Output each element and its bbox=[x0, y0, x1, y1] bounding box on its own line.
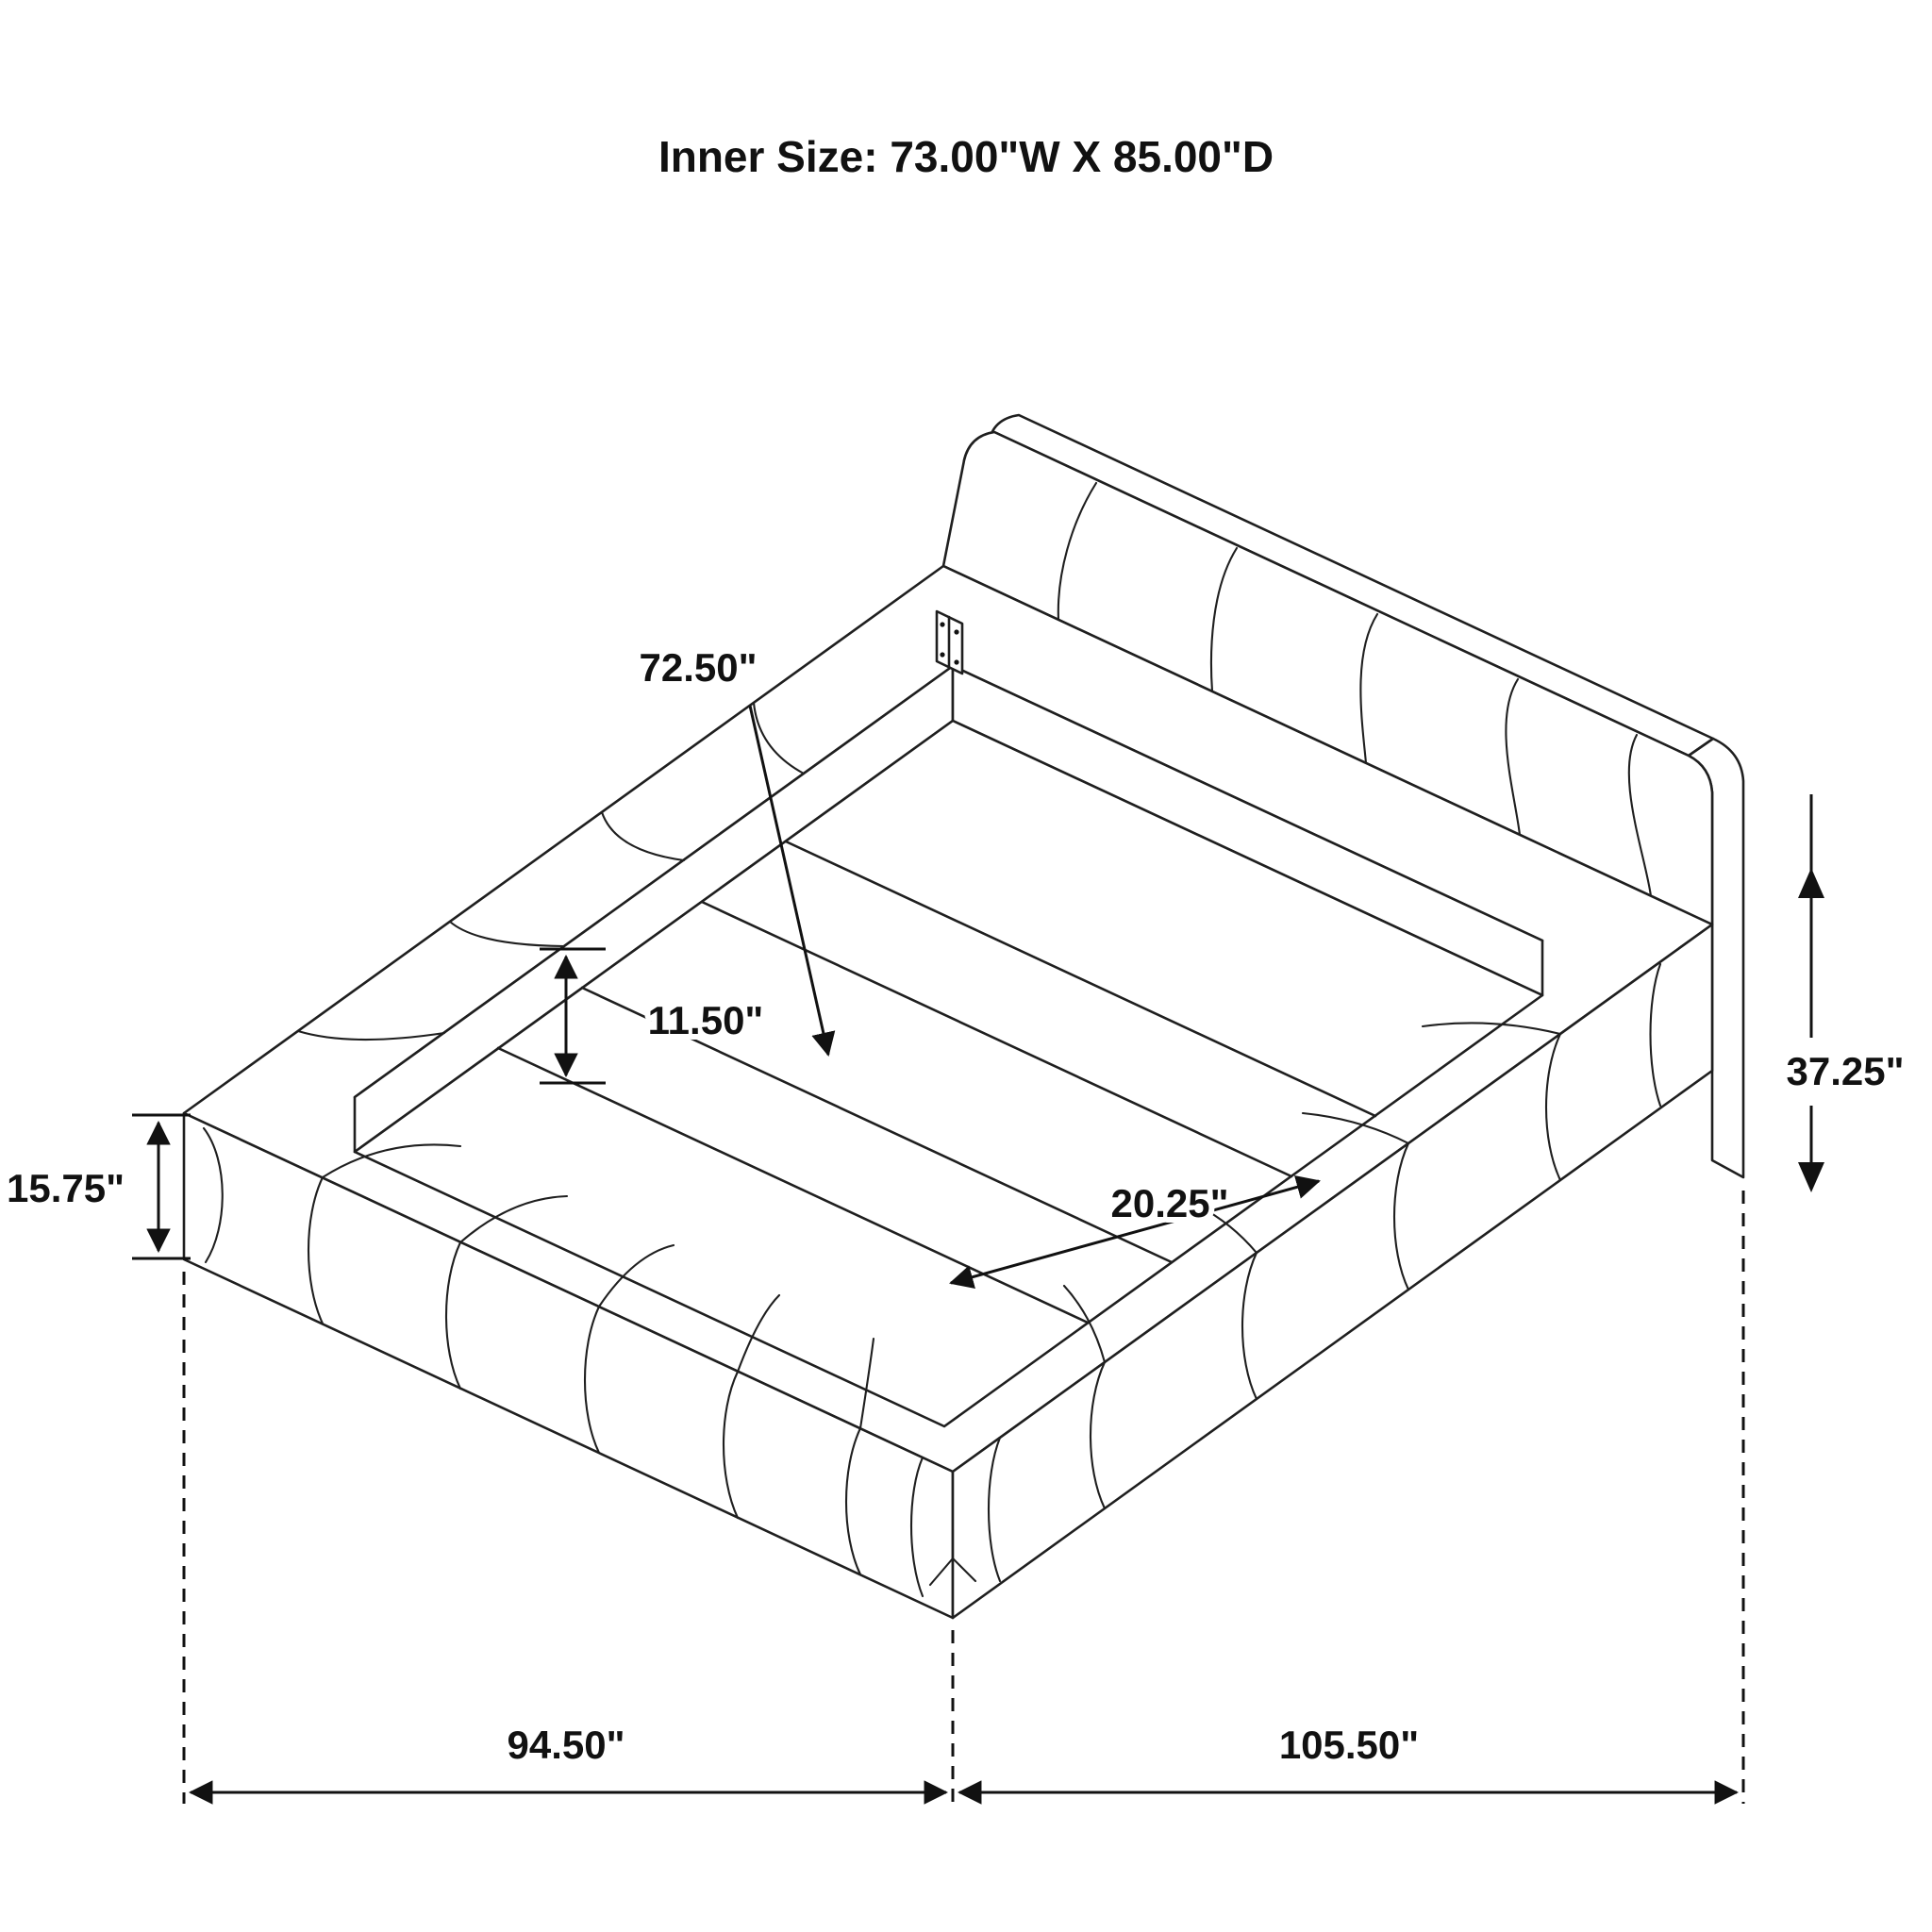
channel-tuft-line bbox=[1627, 733, 1653, 898]
channel-tuft-line bbox=[448, 920, 566, 948]
deck-slat-line bbox=[784, 840, 1377, 1118]
corner-fold-line bbox=[202, 1126, 224, 1264]
corner-bracket bbox=[935, 609, 964, 675]
channel-tuft-line bbox=[308, 1175, 325, 1325]
headboard-channel-tufting bbox=[1057, 481, 1653, 898]
channel-tuft-line bbox=[1301, 1111, 1410, 1145]
bracket-screw-hole bbox=[954, 629, 959, 635]
corner-fold-line bbox=[1649, 962, 1662, 1108]
channel-tuft-line bbox=[445, 1241, 462, 1391]
dim-label-overall-depth: 105.50" bbox=[1279, 1723, 1419, 1767]
platform-outer-faces bbox=[182, 923, 1714, 1620]
channel-tuft-line bbox=[1209, 546, 1239, 693]
channel-tuft-line bbox=[584, 1305, 601, 1455]
channel-tuft-line bbox=[858, 1337, 875, 1430]
dim-slat-spacing: 20.25" bbox=[949, 1174, 1321, 1290]
channel-tuft-line bbox=[1090, 1360, 1107, 1510]
channel-tuft-line bbox=[1359, 612, 1379, 765]
corner-fold-line bbox=[910, 1456, 924, 1598]
bracket-screw-hole bbox=[954, 659, 959, 665]
channel-tuft-line bbox=[752, 701, 806, 775]
down-arrowhead bbox=[1798, 1162, 1824, 1192]
bracket-screw-hole bbox=[940, 652, 945, 658]
channel-tuft-line bbox=[1393, 1141, 1410, 1291]
corner-fold-line bbox=[928, 1528, 977, 1587]
outer-face-right bbox=[951, 923, 1714, 1620]
channel-tuft-line bbox=[321, 1143, 462, 1179]
dim-label-deck-leader: 72.50" bbox=[639, 645, 757, 690]
right-face-tufting bbox=[988, 962, 1662, 1583]
channel-tuft-line bbox=[723, 1370, 740, 1520]
channel-tuft-line bbox=[1057, 481, 1098, 622]
left-face-tufting bbox=[202, 1126, 924, 1598]
dim-headboard-height: 37.25" bbox=[1780, 794, 1910, 1192]
platform-rim bbox=[182, 564, 1714, 1474]
dim-base-height: 15.75" bbox=[1, 1113, 191, 1260]
dim-label-inner-rail-height: 11.50" bbox=[648, 998, 764, 1042]
corner-fold-line bbox=[988, 1436, 1002, 1583]
channel-tuft-line bbox=[1545, 1032, 1562, 1182]
diagram-title: Inner Size: 73.00"W X 85.00"D bbox=[658, 132, 1274, 181]
dimension-arrow bbox=[949, 1174, 1321, 1290]
dim-deck-leader: 72.50" bbox=[633, 640, 836, 1057]
front-corner-fold bbox=[928, 1528, 977, 1587]
dim-overall-footprint: 94.50" 105.50" bbox=[182, 1191, 1745, 1805]
channel-tuft-line bbox=[458, 1194, 569, 1244]
dim-label-headboard-height: 37.25" bbox=[1786, 1049, 1904, 1093]
up-arrowhead bbox=[1798, 868, 1824, 898]
dim-inner-rail-height: 11.50" bbox=[540, 947, 769, 1085]
channel-tuft-line bbox=[600, 810, 686, 862]
channel-tuft-line bbox=[296, 1029, 446, 1041]
channel-tuft-line bbox=[736, 1293, 781, 1374]
dim-label-base-height: 15.75" bbox=[7, 1166, 125, 1210]
dim-label-slat-spacing: 20.25" bbox=[1110, 1181, 1228, 1225]
dim-label-overall-width: 94.50" bbox=[507, 1723, 625, 1767]
channel-tuft-line bbox=[845, 1426, 862, 1576]
channel-tuft-line bbox=[1421, 1022, 1562, 1036]
headboard-front-face bbox=[941, 430, 1714, 926]
channel-tuft-line bbox=[1062, 1284, 1107, 1364]
deck-slat-line bbox=[700, 900, 1293, 1178]
bracket-screw-hole bbox=[940, 622, 945, 627]
channel-tuft-line bbox=[597, 1243, 675, 1308]
leader-line bbox=[748, 705, 836, 1057]
headboard bbox=[941, 413, 1745, 1179]
channel-tuft-line bbox=[1505, 677, 1522, 837]
